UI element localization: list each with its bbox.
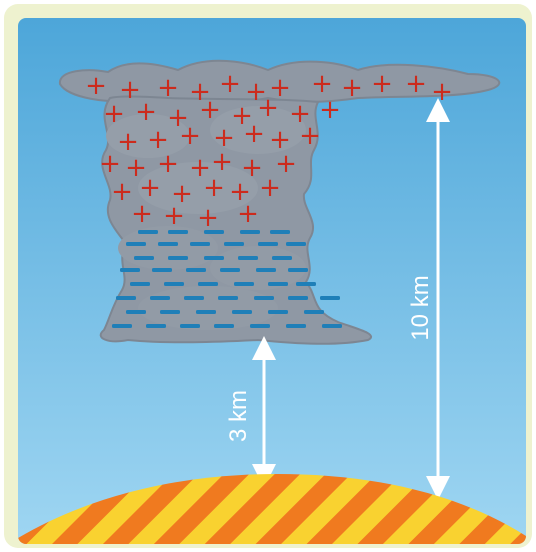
negative-charge-symbol: [204, 256, 224, 260]
negative-charge-symbol: [288, 268, 308, 272]
negative-charge-symbol: [190, 242, 210, 246]
negative-charge-symbol: [256, 268, 276, 272]
positive-charge-symbol: +: [179, 121, 201, 151]
negative-charge-symbol: [146, 324, 166, 328]
negative-charge-symbol: [220, 268, 240, 272]
cloud-height-label: 10 km: [407, 275, 434, 340]
positive-charge-symbol: +: [341, 73, 363, 103]
negative-charge-symbol: [150, 296, 170, 300]
negative-charge-symbol: [168, 256, 188, 260]
negative-charge-symbol: [112, 324, 132, 328]
negative-charge-symbol: [322, 324, 342, 328]
negative-charge-symbol: [116, 296, 136, 300]
negative-charge-symbol: [134, 256, 154, 260]
positive-charge-symbol: +: [131, 199, 153, 229]
negative-charge-symbol: [240, 230, 260, 234]
negative-charge-symbol: [130, 282, 150, 286]
negative-charge-symbol: [286, 242, 306, 246]
positive-charge-symbol: +: [371, 69, 393, 99]
negative-charge-symbol: [164, 282, 184, 286]
negative-charge-symbol: [234, 282, 254, 286]
positive-charge-symbol: +: [103, 99, 125, 129]
positive-charge-symbol: +: [237, 199, 259, 229]
positive-charge-symbol: +: [319, 95, 341, 125]
negative-charge-symbol: [196, 310, 216, 314]
negative-charge-symbol: [288, 296, 308, 300]
positive-charge-symbol: +: [199, 95, 221, 125]
negative-charge-symbol: [250, 324, 270, 328]
negative-charge-symbol: [126, 242, 146, 246]
negative-charge-symbol: [120, 268, 140, 272]
negative-charge-symbol: [160, 310, 180, 314]
negative-charge-symbol: [158, 242, 178, 246]
negative-charge-symbol: [184, 296, 204, 300]
negative-charge-symbol: [272, 256, 292, 260]
negative-charge-symbol: [304, 310, 324, 314]
positive-charge-symbol: +: [405, 69, 427, 99]
thundercloud-diagram: ++++++++++++++++++++++++++++++++++++++++…: [18, 18, 526, 544]
positive-charge-symbol: +: [219, 69, 241, 99]
negative-charge-symbol: [186, 268, 206, 272]
negative-charge-symbol: [198, 282, 218, 286]
positive-charge-symbol: +: [431, 77, 453, 107]
figure-frame: ++++++++++++++++++++++++++++++++++++++++…: [4, 4, 532, 548]
negative-charge-symbol: [224, 242, 244, 246]
negative-charge-symbol: [138, 230, 158, 234]
positive-charge-symbol: +: [85, 71, 107, 101]
cloud-base-height-label: 3 km: [225, 390, 252, 442]
negative-charge-symbol: [126, 310, 146, 314]
negative-charge-symbol: [204, 230, 224, 234]
negative-charge-symbol: [268, 310, 288, 314]
negative-charge-symbol: [214, 324, 234, 328]
positive-charge-symbol: +: [243, 119, 265, 149]
negative-charge-symbol: [152, 268, 172, 272]
negative-charge-symbol: [168, 230, 188, 234]
negative-charge-symbol: [218, 296, 238, 300]
positive-charge-symbol: +: [299, 121, 321, 151]
negative-charge-symbol: [238, 256, 258, 260]
negative-charge-symbol: [258, 242, 278, 246]
negative-charge-symbol: [296, 282, 316, 286]
negative-charge-symbol: [180, 324, 200, 328]
negative-charge-symbol: [320, 296, 340, 300]
positive-charge-symbol: +: [111, 177, 133, 207]
positive-charge-symbol: +: [157, 73, 179, 103]
negative-charge-symbol: [268, 282, 288, 286]
positive-charge-symbol: +: [135, 97, 157, 127]
positive-charge-symbol: +: [163, 201, 185, 231]
positive-charge-symbol: +: [99, 149, 121, 179]
negative-charge-symbol: [270, 230, 290, 234]
negative-charge-symbol: [232, 310, 252, 314]
positive-charge-symbol: +: [259, 173, 281, 203]
positive-charge-symbol: +: [203, 173, 225, 203]
negative-charge-symbol: [286, 324, 306, 328]
negative-charge-symbol: [254, 296, 274, 300]
positive-charge-symbol: +: [197, 203, 219, 233]
